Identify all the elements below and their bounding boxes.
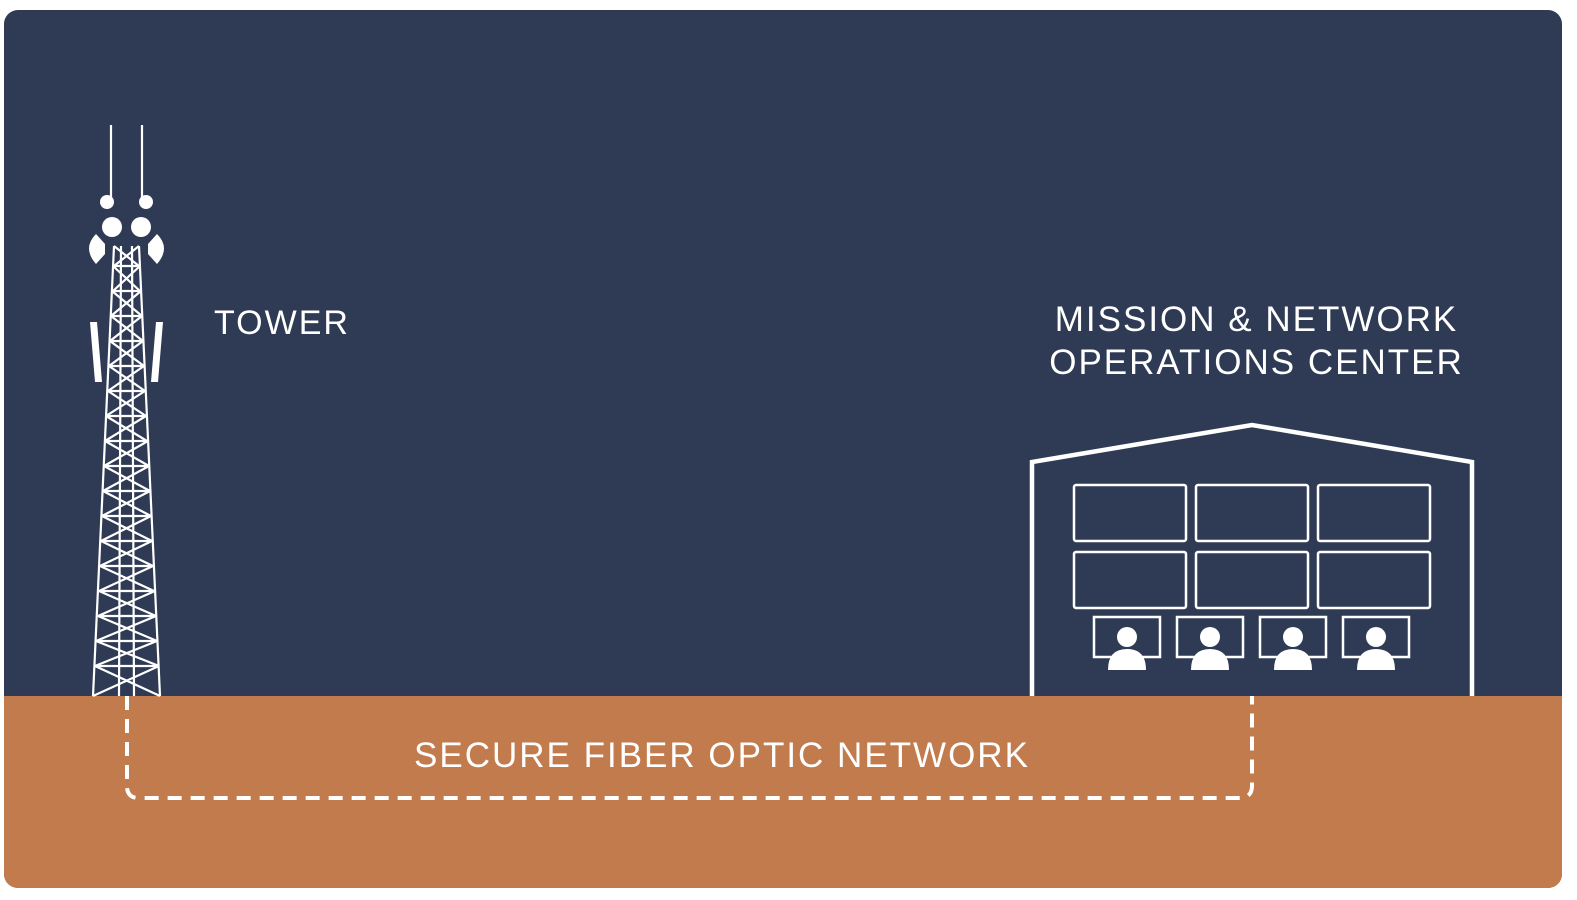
fiber-optic-line [125, 696, 1254, 800]
video-wall-screen [1194, 483, 1310, 543]
video-wall-screen [1194, 550, 1310, 610]
video-wall-screen [1316, 550, 1432, 610]
fiber-network-label: SECURE FIBER OPTIC NETWORK [414, 736, 1030, 775]
person-at-monitor-icon [1175, 615, 1245, 670]
operations-center-label-line2: OPERATIONS CENTER [1049, 343, 1464, 382]
video-wall [1072, 483, 1432, 610]
tower-label: TOWER [214, 304, 350, 342]
person-at-monitor-icon [1092, 615, 1162, 670]
video-wall-screen [1072, 483, 1188, 543]
diagram-art [89, 125, 1475, 800]
person-at-monitor-icon [1258, 615, 1328, 670]
person-at-monitor-icon [1341, 615, 1411, 670]
video-wall-screen [1316, 483, 1432, 543]
video-wall-screen [1072, 550, 1188, 610]
ground-layer [4, 696, 1562, 888]
operations-center-label: MISSION & NETWORK OPERATIONS CENTER [1039, 298, 1474, 384]
operations-center-label-line1: MISSION & NETWORK [1054, 300, 1459, 339]
cell-tower-icon [89, 125, 164, 698]
operations-center-building-icon [1029, 422, 1475, 696]
diagram-canvas: TOWER MISSION & NETWORK OPERATIONS CENTE… [4, 10, 1562, 888]
building-outline [1029, 422, 1475, 696]
